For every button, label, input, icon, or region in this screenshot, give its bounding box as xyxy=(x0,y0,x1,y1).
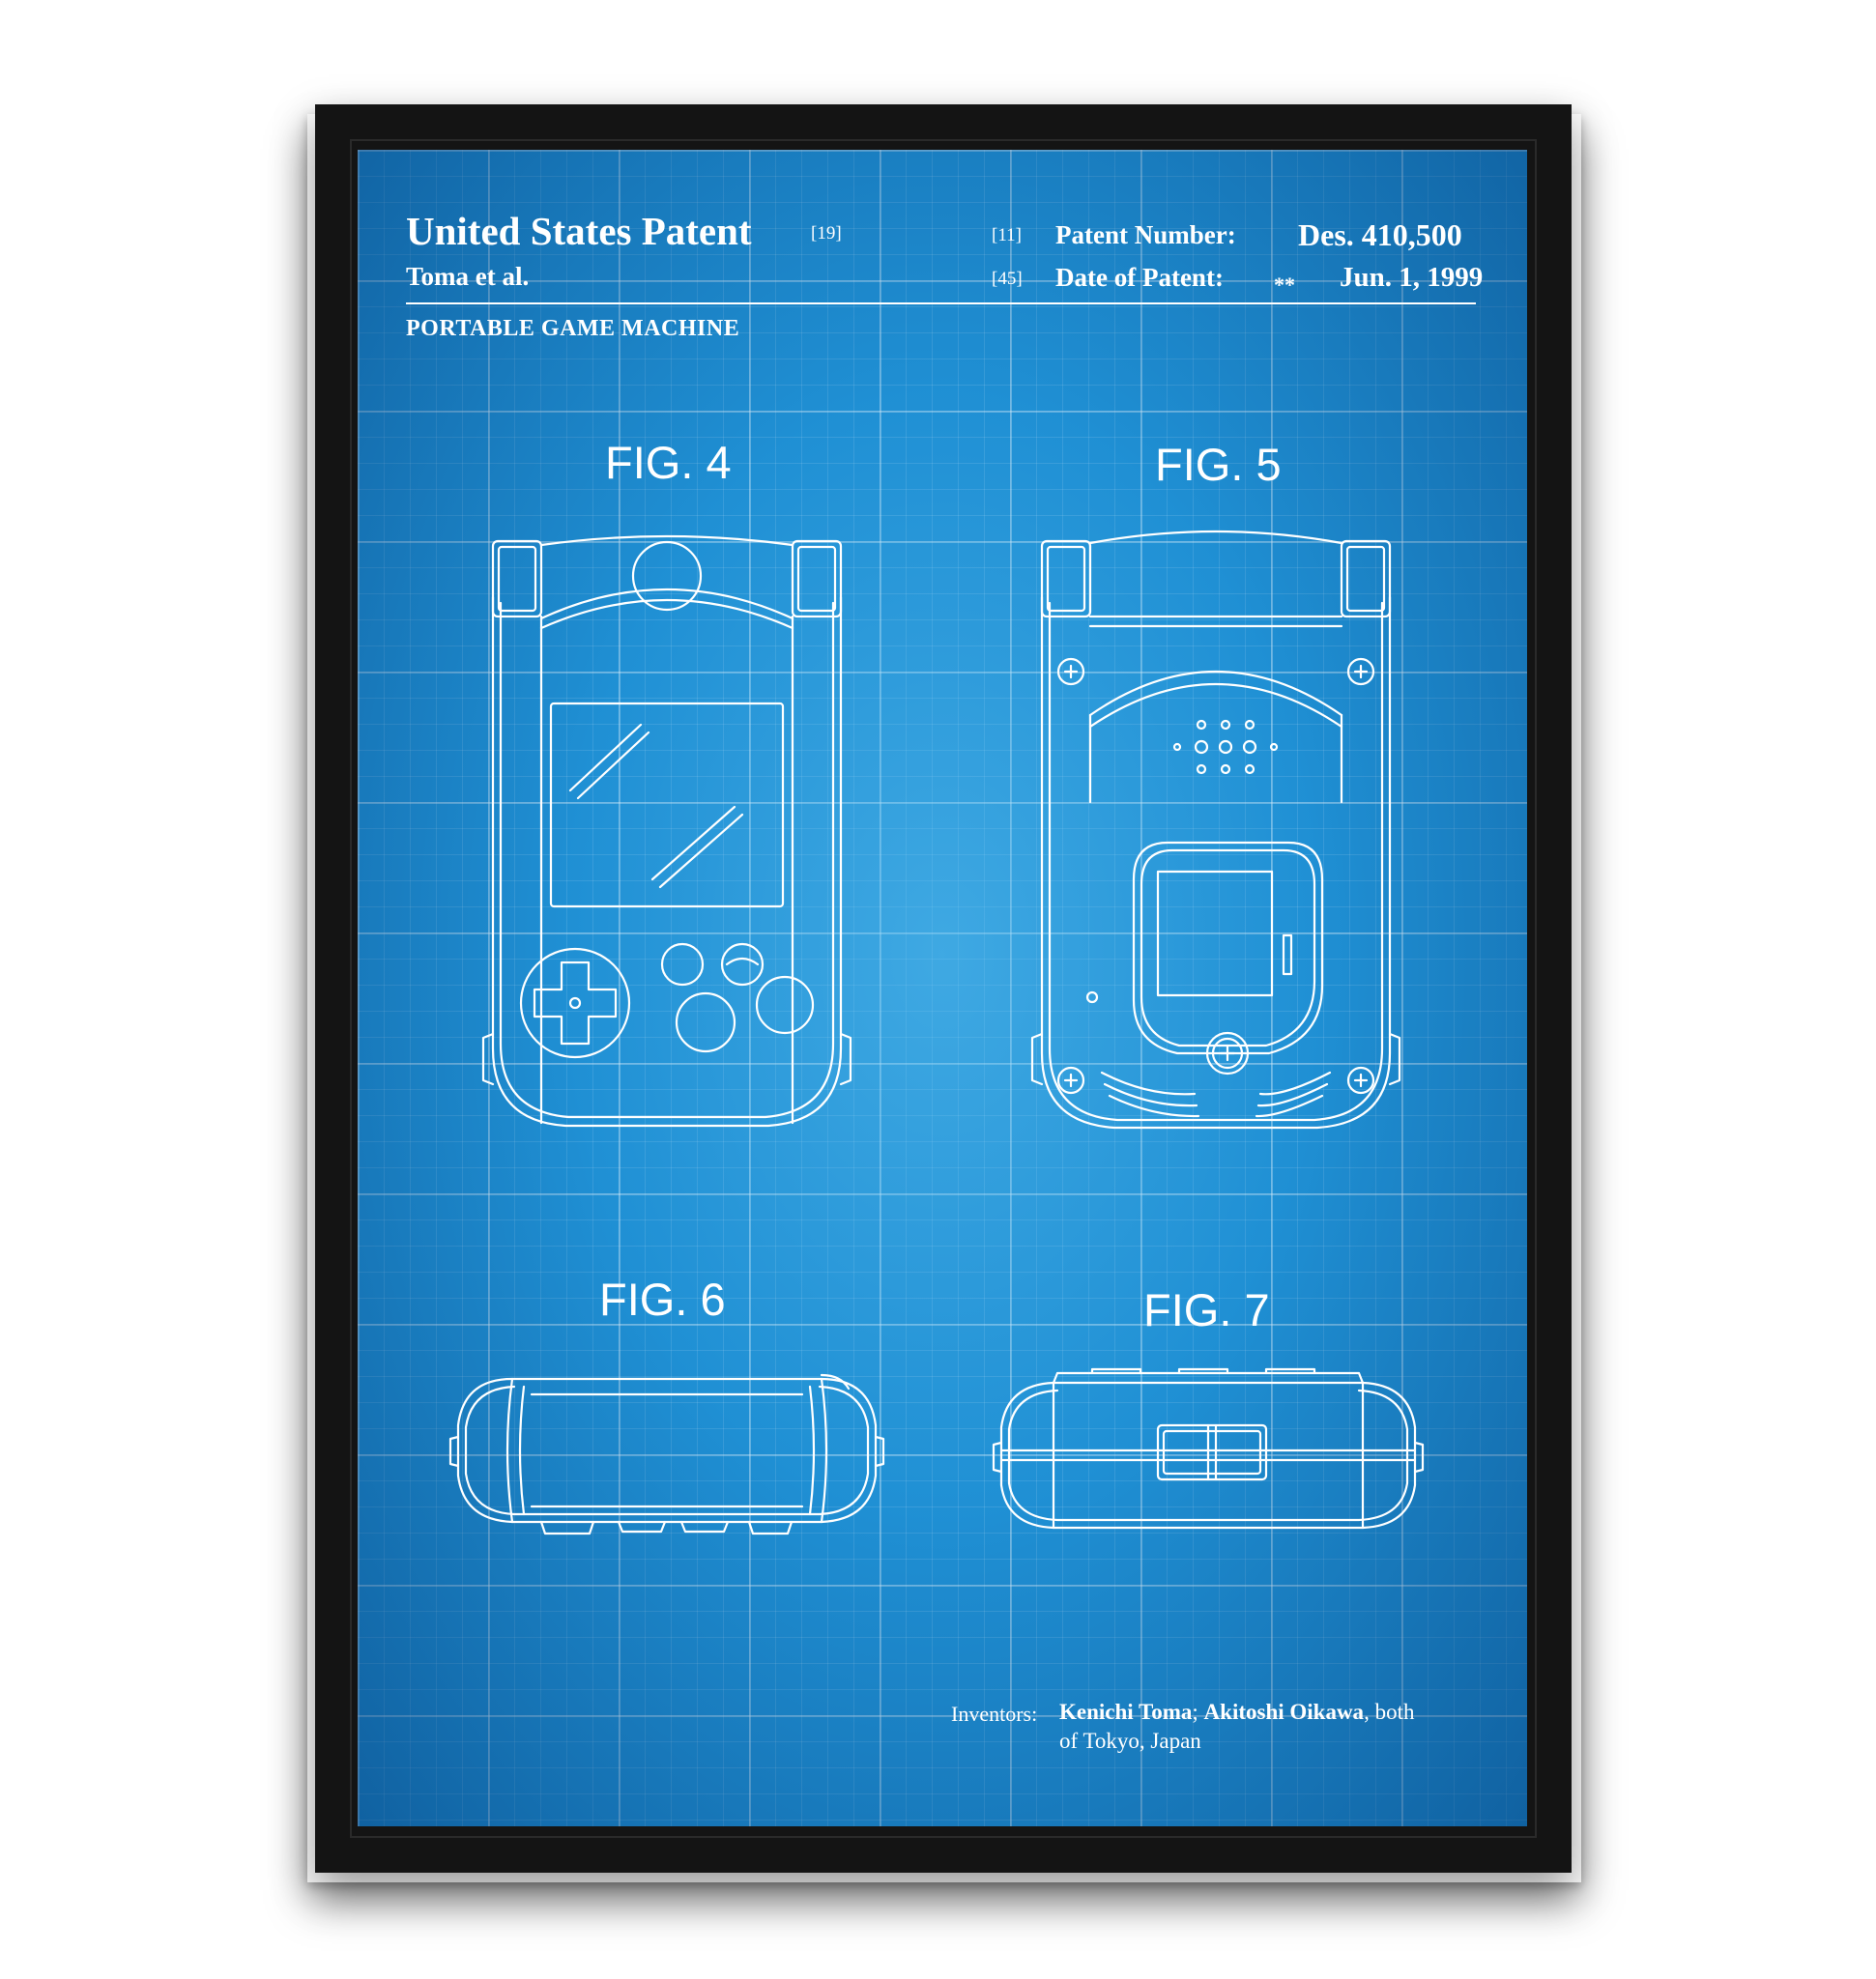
patent-inventor-short: Toma et al. xyxy=(406,262,529,292)
patent-date-value: Jun. 1, 1999 xyxy=(1340,262,1483,294)
inventor-1-name: Kenichi Toma xyxy=(1059,1700,1192,1724)
fig-7-label: FIG. 7 xyxy=(1143,1283,1270,1336)
inventors-suffix: , both xyxy=(1364,1700,1414,1724)
patent-number-code: [11] xyxy=(992,225,1022,246)
patent-date-code: [45] xyxy=(992,269,1023,290)
inventors-label: Inventors: xyxy=(951,1702,1037,1727)
inventor-2-name: Akitoshi Oikawa xyxy=(1204,1700,1365,1724)
blueprint-print: United States Patent [19] Toma et al. PO… xyxy=(358,150,1527,1826)
fig-5-label: FIG. 5 xyxy=(1155,438,1282,491)
patent-date-label: Date of Patent: xyxy=(1055,263,1224,293)
patent-number-label: Patent Number: xyxy=(1055,220,1236,250)
fig-6-label: FIG. 6 xyxy=(599,1273,726,1326)
vmu-top-view-icon xyxy=(986,1369,1430,1543)
header-rule xyxy=(406,302,1476,304)
vmu-back-view-icon xyxy=(1023,531,1409,1169)
inventors-location: of Tokyo, Japan xyxy=(1059,1729,1201,1754)
patent-office-code: [19] xyxy=(811,223,842,244)
vmu-side-view-icon xyxy=(445,1367,889,1541)
inventors-names: Kenichi Toma; Akitoshi Oikawa, both xyxy=(1059,1700,1414,1725)
vmu-front-view-icon xyxy=(474,531,860,1169)
patent-date-marker: ** xyxy=(1274,272,1295,298)
patent-subject: PORTABLE GAME MACHINE xyxy=(406,316,739,342)
inventor-separator: ; xyxy=(1192,1700,1203,1724)
patent-office-title: United States Patent xyxy=(406,208,752,254)
patent-number-value: Des. 410,500 xyxy=(1298,217,1462,253)
fig-4-label: FIG. 4 xyxy=(605,436,732,489)
